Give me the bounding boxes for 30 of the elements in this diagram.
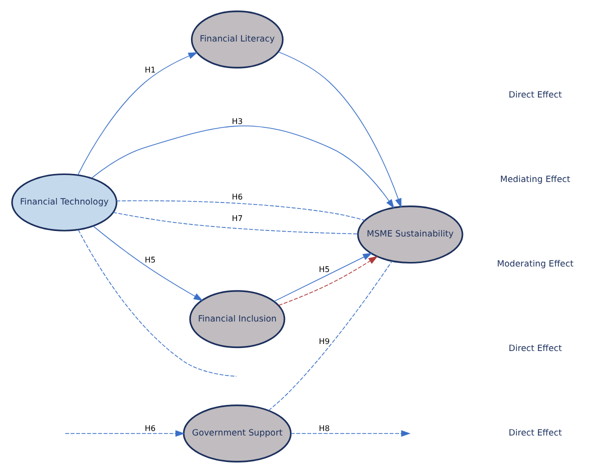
edge-label: H5 <box>318 265 330 274</box>
arrow <box>64 430 185 437</box>
edge-label: H7 <box>232 214 243 224</box>
legend-label: Direct Effect <box>508 428 562 439</box>
edge-label: H1 <box>144 65 156 74</box>
legend-label: Direct Effect <box>508 90 562 100</box>
legend-label: Direct Effect <box>508 344 562 354</box>
legend-label: Mediating Effect <box>500 174 570 185</box>
connector <box>112 212 358 234</box>
arrow <box>92 226 204 301</box>
arrow <box>278 52 402 208</box>
edge-label: H9 <box>318 337 330 346</box>
arrow <box>290 430 411 437</box>
arrow <box>274 252 372 302</box>
connector <box>268 260 392 411</box>
node-ellipse: Government Support <box>182 404 292 462</box>
edge-label: H5 <box>144 256 156 265</box>
connector <box>78 229 237 377</box>
node-ellipse: Financial Inclusion <box>189 290 286 348</box>
arrow <box>91 126 394 209</box>
edge-label: H8 <box>318 424 330 434</box>
edge-label: H6 <box>232 192 243 202</box>
arrow <box>77 52 198 176</box>
legend-label: Moderating Effect <box>496 260 574 270</box>
arrow <box>278 256 378 306</box>
connector <box>116 200 366 221</box>
node-ellipse: Financial Technology <box>11 173 118 232</box>
edge-label: H6 <box>144 424 156 434</box>
edge-label: H3 <box>232 117 243 126</box>
node-ellipse: Financial Literacy <box>190 10 284 68</box>
